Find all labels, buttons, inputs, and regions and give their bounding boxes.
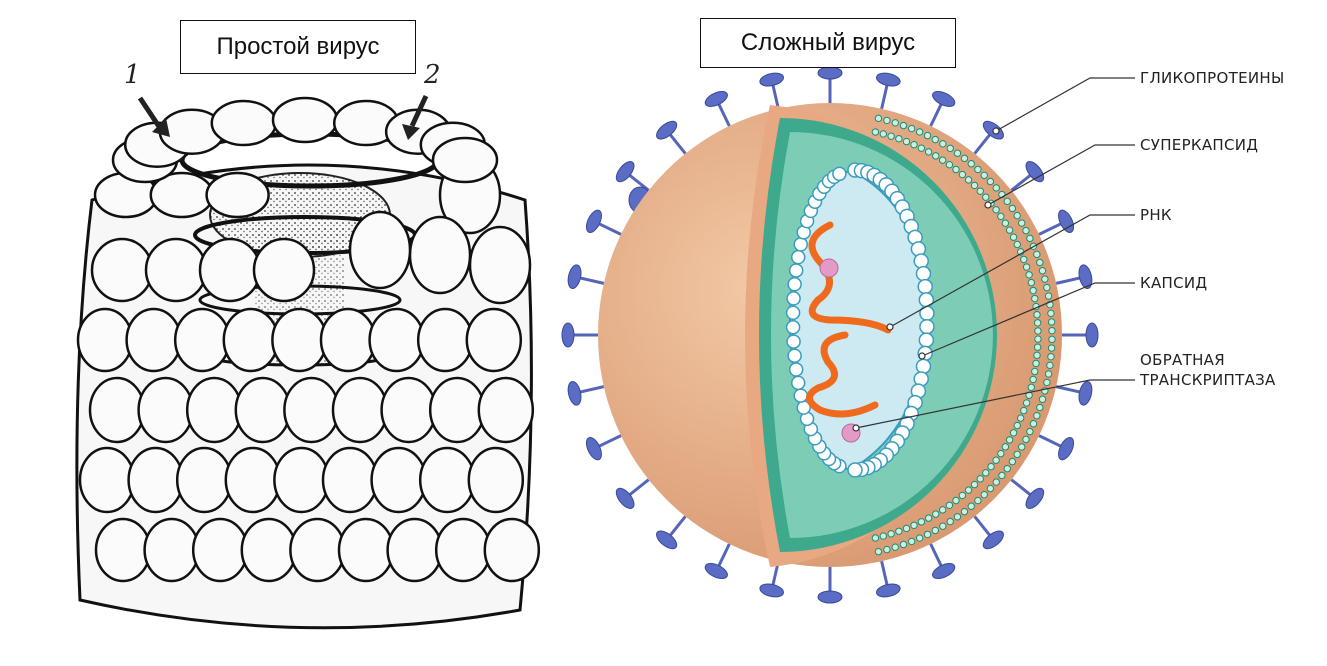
marker-2: 2	[424, 60, 441, 90]
spike-icon	[566, 264, 583, 290]
capsomere-lobe	[467, 309, 521, 371]
capsomere-lobe	[92, 239, 152, 301]
capsomere-lobe	[96, 519, 150, 581]
spike-icon	[613, 159, 637, 185]
spike-icon	[875, 71, 901, 88]
spike-icon	[703, 560, 730, 581]
simple-virus-title: Простой вирус	[180, 20, 416, 74]
spike-icon	[613, 485, 637, 511]
capsomere-lobe	[410, 217, 470, 293]
capsomere-lobe	[382, 378, 436, 442]
spike-icon	[1086, 323, 1098, 347]
label-rna: РНК	[1140, 205, 1172, 225]
capsomere-lobe	[370, 309, 424, 371]
capsomere-lobe	[284, 378, 338, 442]
spike-icon	[1023, 485, 1047, 511]
spike-icon	[1077, 380, 1094, 406]
capsomere-lobe	[272, 309, 326, 371]
capsomere-lobe	[146, 239, 206, 301]
capsomere-lobe	[254, 239, 314, 301]
capsomere-lobe	[236, 378, 290, 442]
capsomere-lobe	[339, 519, 393, 581]
capsomere-lobe	[193, 519, 247, 581]
capsomere-lobe	[321, 309, 375, 371]
capsomere-lobe	[212, 101, 276, 145]
spike-icon	[566, 380, 583, 406]
capsomere-lobe	[129, 448, 183, 512]
spike-icon	[1055, 435, 1076, 462]
spike-icon	[759, 71, 785, 88]
capsomere-lobe	[145, 519, 199, 581]
label-supercapsid: СУПЕРКАПСИД	[1140, 135, 1258, 155]
spike-icon	[930, 88, 957, 109]
spike-icon	[703, 88, 730, 109]
capsomere-lobe	[274, 448, 328, 512]
label-capsid: КАПСИД	[1140, 273, 1207, 293]
capsomere-lobe	[224, 309, 278, 371]
capsomere-lobe	[418, 309, 472, 371]
capsomere-lobe	[388, 519, 442, 581]
capsomere-lobe	[420, 448, 474, 512]
capsomere-lobe	[175, 309, 229, 371]
capsomere-lobe	[78, 309, 132, 371]
capsomere-lobe	[469, 448, 523, 512]
label-rt-line1: ОБРАТНАЯ	[1140, 350, 1225, 370]
capsomere-lobe	[333, 378, 387, 442]
capsomere-lobe	[80, 448, 134, 512]
spike-icon	[654, 118, 680, 142]
spike-icon	[930, 560, 957, 581]
spike-icon	[583, 435, 604, 462]
capsomere-lobe	[323, 448, 377, 512]
spike-icon	[980, 528, 1006, 552]
label-rt-line2: ТРАНСКРИПТАЗА	[1140, 370, 1276, 390]
spike-icon	[583, 208, 604, 235]
capsomere-lobe	[187, 378, 241, 442]
capsomere-lobe	[207, 173, 269, 217]
capsomere-lobe	[127, 309, 181, 371]
spike-icon	[654, 528, 680, 552]
capsomere-lobe	[290, 519, 344, 581]
capsomere-lobe	[470, 227, 530, 303]
capsomere-lobe	[226, 448, 280, 512]
spike-icon	[818, 591, 842, 603]
capsomere-lobe	[350, 212, 410, 288]
capsomere-lobe	[139, 378, 193, 442]
spike-icon	[1077, 264, 1094, 290]
spike-icon	[759, 582, 785, 599]
spike-icon	[875, 582, 901, 599]
capsomere-lobe	[372, 448, 426, 512]
capsomere-lobe	[430, 378, 484, 442]
capsomere-lobe	[90, 378, 144, 442]
capsomere-lobe	[177, 448, 231, 512]
simple-virus-drawing	[77, 96, 539, 628]
capsomere-lobe	[273, 98, 337, 142]
spike-icon	[1055, 208, 1076, 235]
capsomere-lobe	[200, 239, 260, 301]
complex-virus-drawing	[562, 67, 1135, 603]
capsomere-lobe	[479, 378, 533, 442]
spike-icon	[562, 323, 574, 347]
capsomere-lobe	[242, 519, 296, 581]
complex-virus-title: Сложный вирус	[700, 18, 956, 68]
spike-icon	[1023, 159, 1047, 185]
spike-icon	[818, 67, 842, 79]
label-glycoproteins: ГЛИКОПРОТЕИНЫ	[1140, 68, 1285, 88]
enzyme-1	[820, 259, 838, 277]
capsomere-lobe	[485, 519, 539, 581]
marker-1: 1	[124, 60, 141, 90]
capsomere-lobe	[433, 138, 497, 182]
capsomere-lobe	[436, 519, 490, 581]
